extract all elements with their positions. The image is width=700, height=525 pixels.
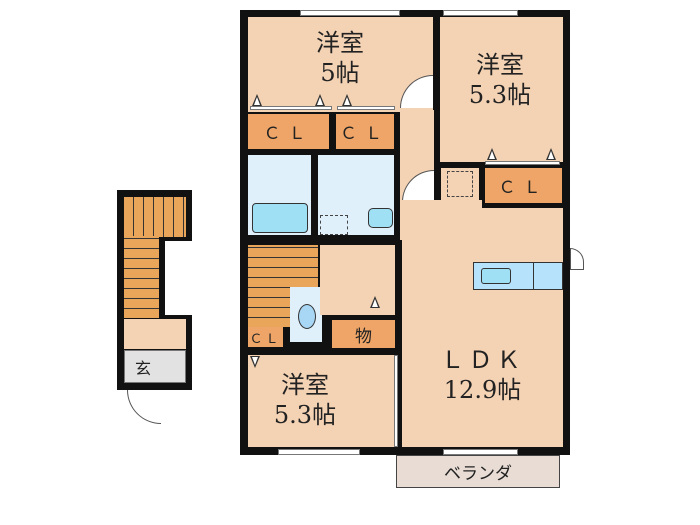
entrance: 玄: [124, 350, 186, 383]
ldk: [402, 208, 563, 447]
bedroom-top-right-label: 洋室 5.3帖: [468, 51, 532, 109]
staircase-entrance: [124, 197, 186, 237]
window-bottom-left: [278, 449, 360, 455]
bathtub: [252, 203, 308, 233]
bedroom-bottom-left-label: 洋室 5.3帖: [273, 371, 337, 429]
sliding-partition: [394, 355, 398, 447]
access-hatch: [447, 171, 473, 197]
bedroom-bottom-left: [248, 355, 394, 447]
closet-rail: [250, 106, 332, 110]
notch-white: [162, 238, 194, 318]
window-top-left: [300, 10, 400, 16]
toilet: [298, 304, 316, 329]
bedroom-top-left-label: 洋室 5帖: [316, 29, 364, 87]
sink: [368, 208, 393, 228]
ldk-entry: [402, 200, 482, 210]
closet-door-marker: [252, 94, 262, 106]
storage-door-marker: [370, 296, 380, 308]
window-ldk: [443, 449, 518, 455]
hallway-lower: [320, 245, 395, 315]
staircase-entrance-lower: [124, 236, 159, 318]
kitchen-sink: [481, 268, 511, 284]
ldk-label: ＬＤＫ 12.9帖: [440, 346, 525, 404]
closet-door-marker: [487, 148, 497, 160]
closet-door-marker: [250, 356, 260, 368]
closet-door-marker: [546, 148, 556, 160]
stove: [533, 262, 563, 290]
closet-3: ＣＬ: [485, 168, 562, 203]
notch-wall: [159, 315, 192, 320]
entrance-door[interactable]: [127, 390, 161, 424]
notch-wall: [159, 236, 192, 241]
notch-wall: [159, 236, 165, 320]
closet-2: ＣＬ: [336, 114, 394, 149]
veranda: ベランダ: [396, 455, 560, 488]
closet-rail: [337, 106, 395, 110]
bedroom-top-right: [440, 17, 563, 162]
washing-machine-space: [320, 215, 348, 235]
closet-1: ＣＬ: [248, 114, 329, 149]
closet-door-marker: [315, 94, 325, 106]
closet-rail: [485, 161, 560, 165]
entrance-hall: [124, 319, 186, 349]
storage: 物: [332, 320, 395, 348]
closet-4: ＣＬ: [248, 327, 283, 347]
window-top-right: [443, 10, 518, 16]
side-door[interactable]: [570, 248, 584, 270]
closet-door-marker: [342, 94, 352, 106]
